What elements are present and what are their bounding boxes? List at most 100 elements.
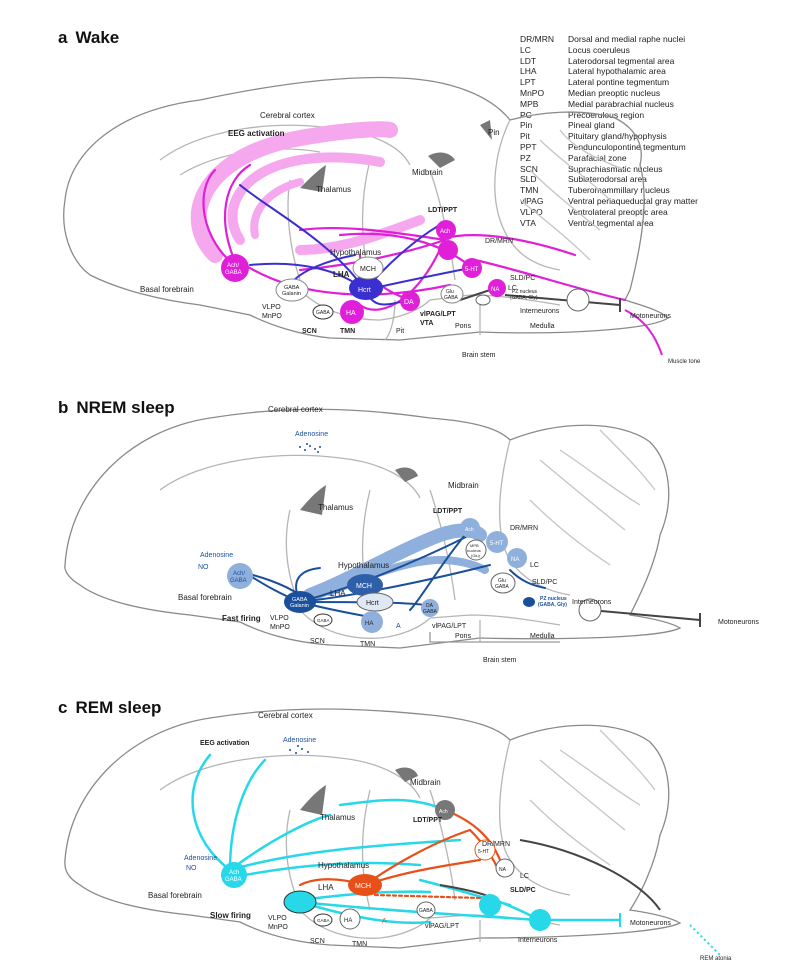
ach-label: Ach — [440, 229, 450, 235]
dr-mrn-label: DR/MRN — [482, 841, 510, 848]
pin-label: Pin — [488, 128, 500, 137]
mpb-nucleus — [438, 240, 458, 260]
ach-label: Ach — [465, 527, 474, 533]
thalamus-label: Thalamus — [320, 813, 355, 822]
ach-gaba-label-2: GABA — [225, 270, 242, 276]
gaba-da-label: GABA — [423, 609, 438, 615]
pons-label: Pons — [455, 633, 471, 640]
scn-label: SCN — [302, 328, 317, 335]
rem-atonia-label: REM atonia — [700, 956, 732, 962]
no-label: NO — [186, 865, 197, 872]
hcrt-label: Hcrt — [358, 287, 371, 294]
basal-forebrain-label: Basal forebrain — [178, 593, 232, 602]
cortex-label: Cerebral cortex — [268, 405, 323, 414]
adenosine-bf-label: Adenosine — [200, 552, 233, 559]
5ht-label: 5-HT — [478, 849, 489, 855]
medulla-label: Medulla — [530, 323, 555, 330]
sld-pc-label: SLD/PC — [532, 579, 557, 586]
vlpo-label: VLPO — [268, 915, 287, 922]
ach-gaba-label-2: GABA — [225, 877, 242, 883]
sld-pc-label: SLD/PC — [510, 887, 536, 894]
hypothalamus-label: Hypothalamus — [330, 248, 381, 257]
gaba-galanin-label-2: Galanin — [282, 291, 301, 297]
ach-gaba-label-1: Ach — [229, 870, 239, 876]
brain-stem-label: Brain stem — [483, 657, 517, 664]
sld-nucleus — [479, 894, 501, 916]
midbrain-label: Midbrain — [448, 481, 479, 490]
5ht-label: 5-HT — [490, 541, 504, 547]
mnpo-label: MnPO — [268, 924, 288, 931]
nuclei — [221, 800, 551, 931]
ventricle-shape — [300, 785, 326, 815]
vlpo-label: VLPO — [270, 615, 289, 622]
adenosine-label: Adenosine — [295, 431, 328, 438]
lha-label: LHA — [318, 883, 334, 892]
a-label: A — [396, 623, 401, 630]
tmn-label: TMN — [340, 328, 355, 335]
interneurons-label: Interneurons — [518, 937, 558, 944]
mch-label: MCH — [360, 266, 376, 273]
eeg-activation-label: EEG activation — [200, 740, 249, 747]
gaba-galanin-label-2: Galanin — [290, 603, 309, 609]
ldt-ppt-label: LDT/PPT — [428, 207, 458, 214]
mnpo-label: MnPO — [270, 624, 290, 631]
interneuron-nucleus — [567, 289, 589, 311]
cortex-label: Cerebral cortex — [260, 111, 315, 120]
lha-label: LHA — [330, 589, 346, 598]
pz-label-2: (GABA, Gly) — [538, 602, 567, 608]
glu-gaba-label-2: GABA — [444, 295, 459, 301]
pz-label-2: (GABA, Gly) — [510, 295, 538, 301]
ach-gaba-label-1: Ach/ — [233, 571, 245, 577]
slow-firing-label: Slow firing — [210, 911, 251, 920]
gaba-galanin-nucleus — [284, 891, 316, 913]
interneurons-label: Interneurons — [520, 308, 560, 315]
ldt-ppt-label: LDT/PPT — [413, 817, 443, 824]
na-label: NA — [491, 287, 499, 293]
no-label: NO — [198, 564, 209, 571]
medulla-label: Medulla — [530, 633, 555, 640]
lc-label: LC — [520, 873, 529, 880]
sld-pc-label: SLD/PC — [510, 275, 535, 282]
dr-mrn-label: DR/MRN — [510, 525, 538, 532]
ha-label: HA — [365, 621, 373, 627]
motoneurons-label: Motoneurons — [630, 920, 671, 927]
ach-gaba-label-2: GABA — [230, 578, 247, 584]
mch-label: MCH — [356, 583, 372, 590]
panel-nrem: bNREM sleep — [0, 370, 809, 670]
nrem-diagram: Cerebral cortex Adenosine Thalamus Midbr… — [0, 370, 809, 670]
pz-nucleus — [523, 597, 535, 607]
motoneurons-label: Motoneurons — [718, 619, 759, 626]
hypothalamus-label: Hypothalamus — [338, 561, 389, 570]
mpb-label-3: (Glu) — [471, 553, 481, 558]
ha-label: HA — [344, 918, 352, 924]
lc-label: LC — [530, 562, 539, 569]
pit-label: Pit — [396, 328, 404, 335]
motoneurons-label: Motoneurons — [630, 313, 671, 320]
thalamus-label: Thalamus — [316, 185, 351, 194]
ldt-ppt-label: LDT/PPT — [433, 508, 463, 515]
thalamus-label: Thalamus — [318, 503, 353, 512]
ach-gaba-label-1: Ach/ — [227, 263, 239, 269]
tmn-label: TMN — [352, 941, 367, 948]
vlpo-label: VLPO — [262, 304, 281, 311]
na-label: NA — [499, 867, 507, 873]
adenosine-label: Adenosine — [283, 737, 316, 744]
interneuron-nucleus — [529, 909, 551, 931]
brain-stem-label: Brain stem — [462, 352, 496, 359]
vta-label: VTA — [420, 320, 433, 327]
eeg-activation-label: EEG activation — [228, 129, 285, 138]
mch-label: MCH — [355, 883, 371, 890]
fast-firing-label: Fast firing — [222, 614, 261, 623]
vlpag-label: vlPAG/LPT — [420, 311, 456, 318]
wake-arrows — [203, 165, 625, 310]
dr-mrn-label: DR/MRN — [485, 238, 513, 245]
ventricle-shape — [428, 153, 455, 168]
basal-forebrain-label: Basal forebrain — [148, 891, 202, 900]
a-label: A — [382, 918, 387, 925]
mnpo-label: MnPO — [262, 313, 282, 320]
gaba-da-label: GABA — [419, 908, 434, 914]
hypothalamus-label: Hypothalamus — [318, 861, 369, 870]
brain-outline — [65, 709, 680, 948]
